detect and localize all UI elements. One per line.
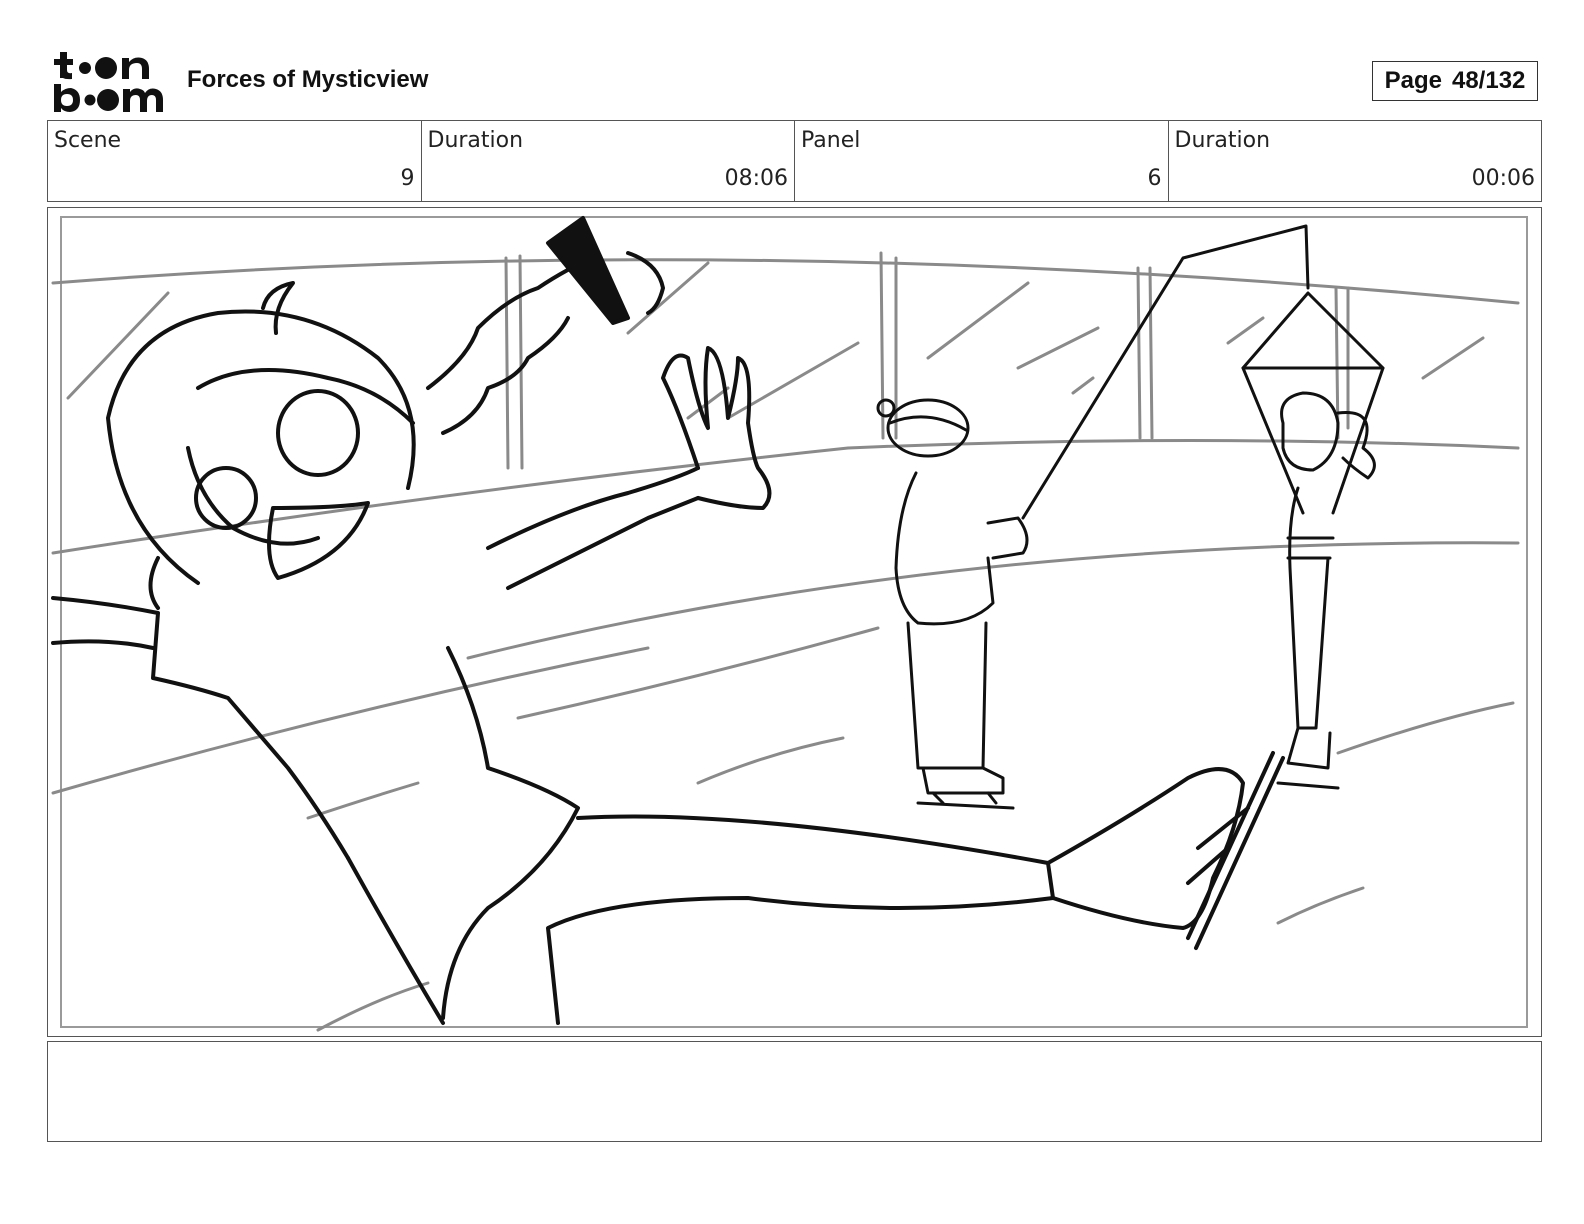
page-number: 48/132	[1451, 67, 1526, 94]
panel-duration-value: 00:06	[1471, 166, 1535, 191]
panel-notes-box	[47, 1041, 1542, 1142]
panel-label: Panel	[801, 128, 861, 153]
scene-duration-label: Duration	[427, 128, 524, 153]
toon-boom-logo	[52, 50, 164, 114]
page-label: Page	[1384, 67, 1442, 94]
scene-duration-cell: Duration 08:06	[420, 121, 795, 201]
safe-area-frame	[60, 216, 1528, 1028]
scene-cell: Scene 9	[48, 121, 421, 201]
scene-label: Scene	[54, 128, 122, 153]
panel-info-table: Scene 9 Duration 08:06 Panel 6 Duration …	[47, 120, 1542, 202]
page-indicator: Page 48/132	[1372, 61, 1538, 101]
scene-value: 9	[400, 166, 415, 191]
project-title: Forces of Mysticview	[187, 66, 429, 93]
scene-duration-value: 08:06	[724, 166, 788, 191]
panel-sketch	[51, 216, 1520, 1032]
panel-duration-cell: Duration 00:06	[1167, 121, 1542, 201]
foreground-girl-sketch	[51, 216, 1285, 1025]
panel-duration-label: Duration	[1174, 128, 1271, 153]
storyboard-panel	[47, 207, 1542, 1037]
panel-cell: Panel 6	[794, 121, 1168, 201]
panel-value: 6	[1147, 166, 1162, 191]
boy-skater-sketch	[876, 224, 1385, 810]
girl-skater-sketch	[1276, 391, 1376, 790]
